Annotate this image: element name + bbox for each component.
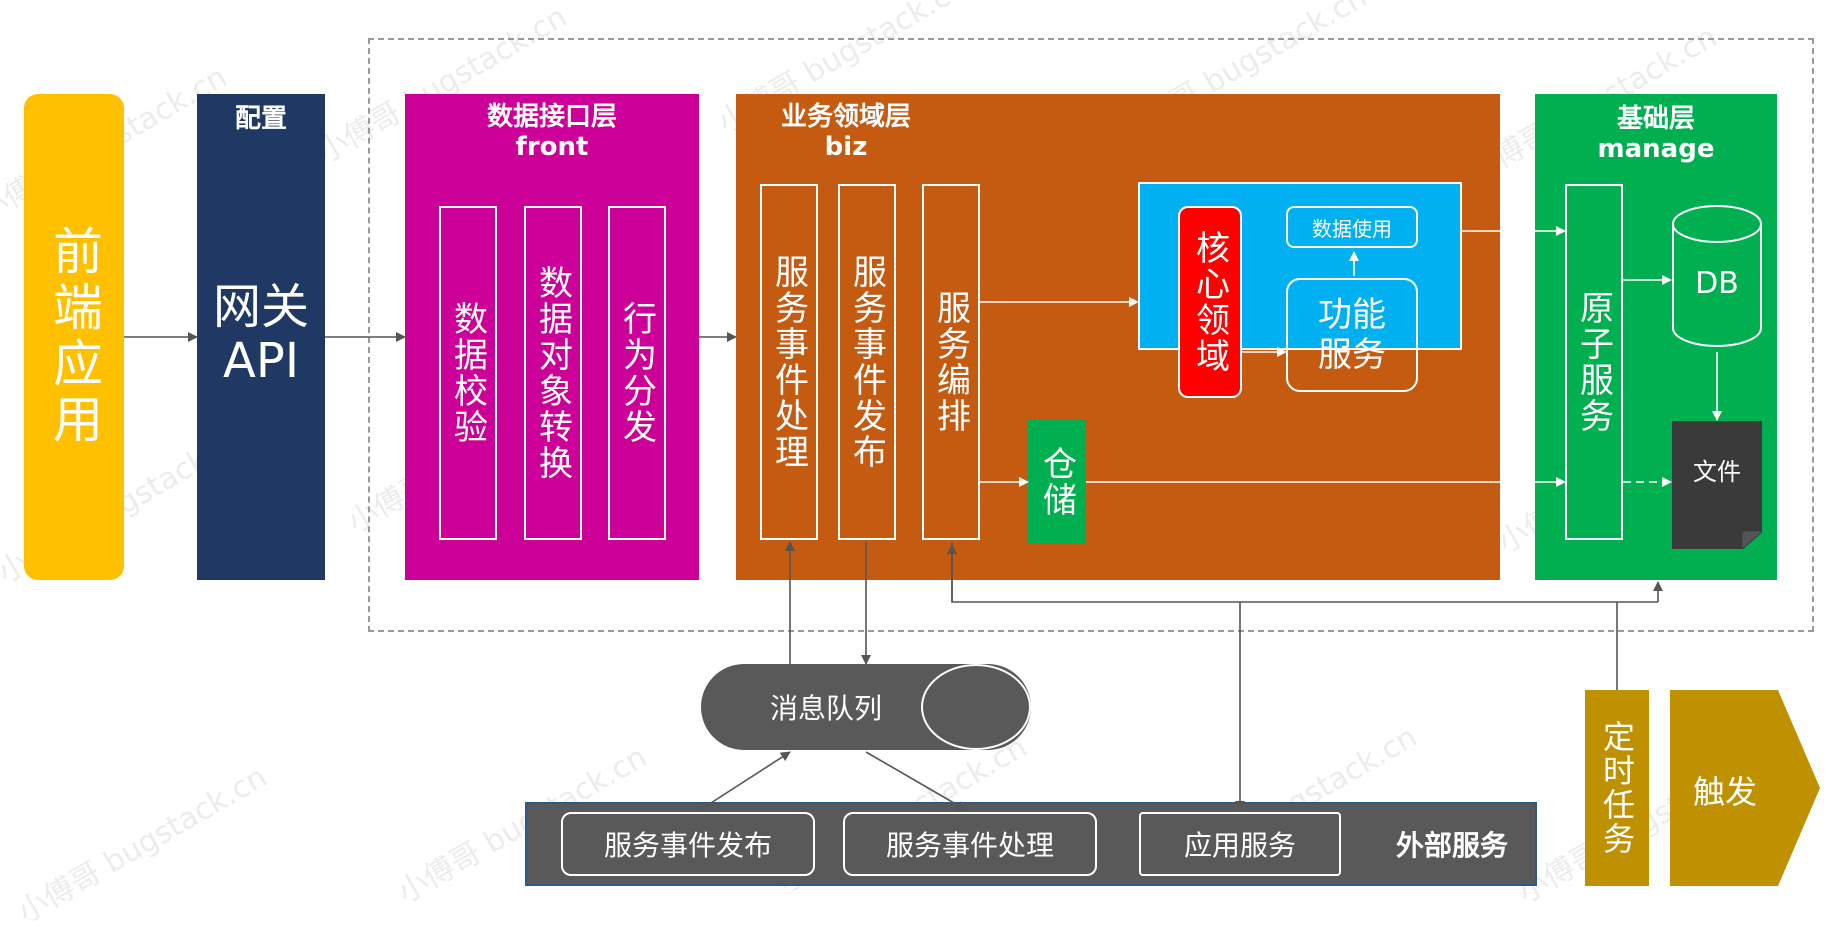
file-label: 文件 — [1693, 457, 1741, 486]
core-domain-panel: 核心领域 数据使用 功能服务 — [1138, 182, 1462, 398]
external-services-title: 外部服务 — [1395, 829, 1508, 862]
atomic-service-column: 原子服务 — [1565, 184, 1623, 540]
orchestration-column: 服务编排 — [922, 184, 980, 540]
data-interface-layer: 数据接口层 front 数据校验 数据对象转换 行为分发 — [405, 94, 699, 580]
data-interface-title: 数据接口层 — [486, 102, 617, 132]
foundation-subtitle: manage — [1597, 134, 1715, 164]
event-handling-label: 服务事件处理 — [768, 254, 809, 470]
message-queue-label: 消息队列 — [769, 692, 882, 725]
function-service-box: 功能服务 — [1286, 278, 1418, 392]
orchestration-label: 服务编排 — [930, 290, 971, 434]
gateway-block: 配置 网关 API — [197, 94, 325, 580]
data-validation-column: 数据校验 — [439, 206, 497, 540]
line-orchestration-bus — [951, 542, 1658, 603]
behavior-dispatch-label: 行为分发 — [616, 301, 657, 445]
business-domain-layer: 业务领域层 biz 服务事件处理 服务事件发布 服务编排 仓储 核心领域 数据使… — [736, 94, 1500, 580]
object-conversion-label: 数据对象转换 — [532, 265, 573, 481]
scheduled-task-label: 定时任务 — [1598, 720, 1636, 856]
external-services-block: 服务事件发布 服务事件处理 应用服务 外部服务 — [525, 802, 1537, 886]
system-boundary — [368, 38, 1814, 632]
data-validation-label: 数据校验 — [447, 301, 488, 445]
external-event-publish: 服务事件发布 — [561, 812, 815, 876]
atomic-service-label: 原子服务 — [1573, 290, 1614, 434]
foundation-title: 基础层 — [1616, 104, 1695, 134]
function-service-label: 功能服务 — [1318, 295, 1386, 375]
object-conversion-column: 数据对象转换 — [524, 206, 582, 540]
scheduled-task-block: 定时任务 — [1585, 690, 1649, 886]
gateway-label-line1: 网关 — [212, 279, 309, 335]
business-subtitle: biz — [824, 132, 868, 162]
warehouse-label: 仓储 — [1036, 446, 1077, 518]
arrow-external-publish-mq — [699, 751, 791, 811]
message-queue-block: 消息队列 — [701, 664, 1031, 750]
business-title: 业务领域层 — [780, 102, 911, 132]
file-icon — [1672, 421, 1762, 549]
external-app-service: 应用服务 — [1139, 812, 1341, 876]
db-label: DB — [1695, 265, 1739, 301]
arrow-mq-external-handling — [865, 751, 967, 811]
data-usage-box: 数据使用 — [1286, 206, 1418, 248]
trigger-arrow-icon — [1670, 690, 1820, 886]
external-event-handling: 服务事件处理 — [843, 812, 1097, 876]
foundation-layer: 基础层 manage 原子服务 DB 文件 — [1535, 94, 1777, 580]
event-handling-column: 服务事件处理 — [760, 184, 818, 540]
frontend-app-label: 前端应用 — [45, 225, 103, 449]
event-publish-column: 服务事件发布 — [838, 184, 896, 540]
behavior-dispatch-column: 行为分发 — [608, 206, 666, 540]
warehouse-block: 仓储 — [1028, 420, 1086, 544]
gateway-title: 配置 — [234, 104, 287, 134]
core-domain-label: 核心领域 — [1189, 230, 1230, 374]
db-cylinder-icon — [1672, 205, 1762, 347]
gateway-label-line2: API — [223, 333, 299, 389]
frontend-app-block: 前端应用 — [24, 94, 124, 580]
data-interface-subtitle: front — [515, 132, 589, 162]
data-usage-label: 数据使用 — [1312, 216, 1392, 241]
message-queue-cap — [921, 664, 1031, 750]
event-publish-label: 服务事件发布 — [846, 254, 887, 470]
trigger-label: 触发 — [1692, 773, 1757, 811]
core-domain-block: 核心领域 — [1178, 206, 1242, 398]
